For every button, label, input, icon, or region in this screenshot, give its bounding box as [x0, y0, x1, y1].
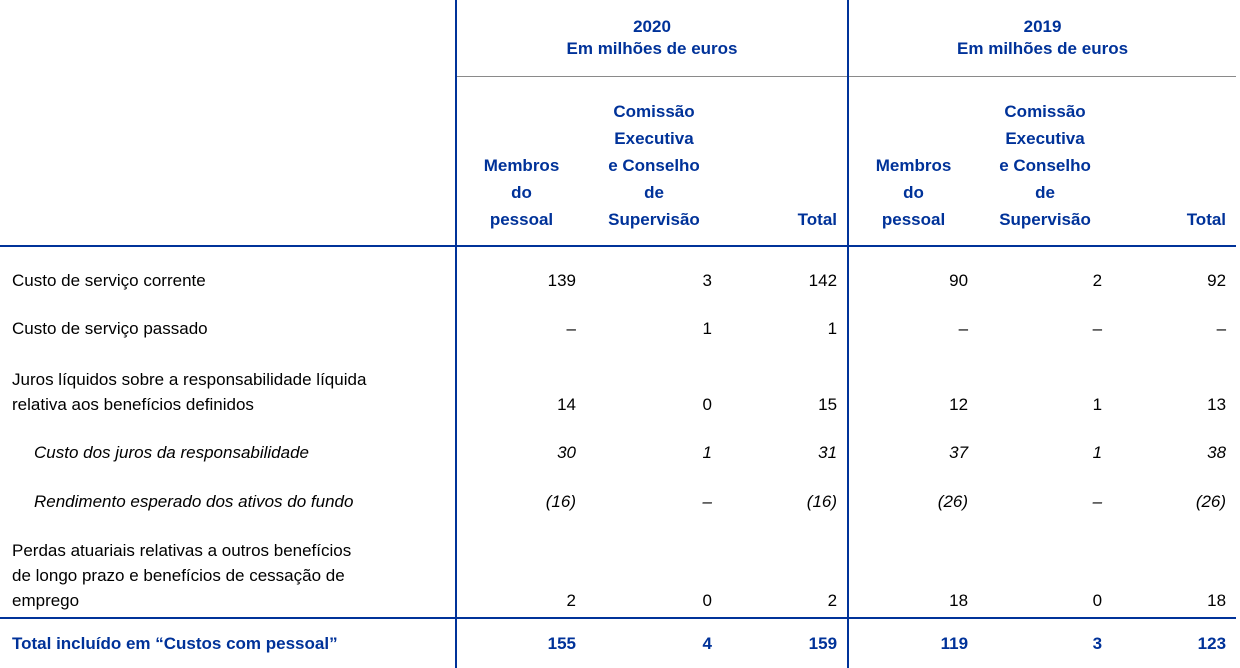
cell-value: 18 [1207, 591, 1227, 610]
col-header-line: pessoal [489, 210, 554, 229]
cell-value: 31 [818, 443, 838, 462]
col-header-staff-2020: Membros do pessoal [455, 76, 586, 245]
row-label-line: relativa aos benefícios definidos [12, 395, 254, 414]
col-header-board-2020: Comissão Executiva e Conselho de Supervi… [586, 77, 722, 246]
table-row: Custo de serviço corrente 139 3 142 90 2… [0, 246, 1236, 297]
col-header-line: pessoal [881, 210, 946, 229]
col-header-line: do [511, 183, 532, 202]
total-value: 3 [978, 617, 1113, 668]
year-2019-header: 2019 Em milhões de euros [847, 0, 1237, 77]
col-header-line: do [903, 183, 924, 202]
year-header-row: 2020 Em milhões de euros 2019 Em milhões… [0, 0, 1237, 77]
row-label: Custo de serviço passado [12, 319, 208, 338]
row-label: Perdas atuariais relativas a outros bene… [0, 518, 456, 618]
year-2020-label: 2020 [633, 17, 671, 36]
col-header-line: Comissão [613, 102, 695, 121]
cell-value: 1 [1092, 395, 1103, 414]
cell-value: (16) [455, 469, 586, 518]
cell-value: 0 [1092, 591, 1103, 610]
cell-value: 92 [1207, 271, 1227, 290]
cell-value: (26) [1195, 492, 1227, 511]
row-label: Rendimento esperado dos ativos do fundo [34, 492, 354, 511]
col-header-line: e Conselho [608, 156, 700, 175]
cell-value: 0 [702, 395, 712, 414]
column-header-row: Membros do pessoal Comissão Executiva e … [0, 76, 1236, 246]
col-header-board-2019: Comissão Executiva e Conselho de Supervi… [978, 77, 1112, 246]
row-label-line: emprego [12, 591, 80, 610]
table-row: Custo dos juros da responsabilidade 30 1… [0, 421, 1236, 469]
cell-value: 139 [455, 246, 586, 297]
row-label: Custo dos juros da responsabilidade [34, 443, 310, 462]
table-row: Perdas atuariais relativas a outros bene… [0, 518, 1236, 618]
total-value: 4 [586, 617, 722, 668]
col-header-line: Membros [875, 156, 952, 175]
col-header-line: Supervisão [999, 210, 1091, 229]
cell-value: (26) [847, 469, 979, 518]
cell-value: 13 [1207, 395, 1227, 414]
cell-value: 90 [847, 246, 979, 297]
cell-value: 18 [847, 518, 979, 618]
col-header-line: Executiva [1005, 129, 1085, 148]
col-header-line: de [1035, 183, 1055, 202]
col-header-staff-2019: Membros do pessoal [847, 76, 979, 245]
cell-value: (16) [806, 492, 838, 511]
unit-label: Em milhões de euros [957, 39, 1129, 58]
cell-value: – [455, 297, 586, 345]
table-row: Custo de serviço passado – 1 1 – – – [0, 297, 1236, 345]
cell-value: 1 [1092, 443, 1103, 462]
cell-value: 38 [1207, 443, 1227, 462]
cell-value: 12 [847, 345, 979, 421]
cell-value: 3 [702, 271, 712, 290]
cell-value: – [1216, 319, 1227, 338]
cell-value: – [702, 492, 712, 511]
row-label-line: Juros líquidos sobre a responsabilidade … [12, 370, 367, 389]
cell-value: 1 [702, 319, 712, 338]
row-label-line: Perdas atuariais relativas a outros bene… [12, 541, 352, 560]
cell-value: 142 [808, 271, 838, 290]
cell-value: 15 [818, 395, 838, 414]
cell-value: – [1092, 319, 1103, 338]
year-2020-header: 2020 Em milhões de euros [454, 0, 849, 77]
col-header-line: Comissão [1004, 102, 1086, 121]
table-row: Rendimento esperado dos ativos do fundo … [0, 469, 1236, 518]
total-value: 119 [847, 617, 979, 668]
cell-value: 1 [702, 443, 712, 462]
table-row: Juros líquidos sobre a responsabilidade … [0, 345, 1236, 421]
cell-value: 37 [847, 421, 979, 469]
year-2019-label: 2019 [1023, 17, 1062, 36]
row-label-line: de longo prazo e benefícios de cessação … [12, 566, 345, 585]
col-header-line: Membros [483, 156, 560, 175]
col-header-line: Supervisão [608, 210, 700, 229]
cell-value: 2 [455, 518, 586, 618]
cell-value: 30 [455, 421, 586, 469]
total-value: 159 [722, 617, 849, 668]
unit-label: Em milhões de euros [566, 39, 738, 58]
total-value: 123 [1112, 617, 1237, 668]
col-header-line: de [644, 183, 664, 202]
col-header-line: Executiva [614, 129, 694, 148]
col-header-total-2020: Total [797, 210, 838, 229]
total-label: Total incluído em “Custos com pessoal” [0, 617, 456, 668]
row-label: Juros líquidos sobre a responsabilidade … [0, 345, 456, 421]
col-header-total-2019: Total [1186, 210, 1227, 229]
cell-value: 2 [1092, 271, 1103, 290]
total-row: Total incluído em “Custos com pessoal” 1… [0, 617, 1237, 668]
cell-value: – [847, 297, 979, 345]
col-header-line: e Conselho [999, 156, 1091, 175]
cell-value: – [1092, 492, 1103, 511]
cell-value: 0 [702, 591, 712, 610]
cell-value: 14 [455, 345, 586, 421]
total-value: 155 [455, 617, 586, 668]
cell-value: 1 [827, 319, 838, 338]
header-spacer [0, 0, 456, 245]
row-label: Custo de serviço corrente [12, 271, 206, 290]
cell-value: 2 [827, 591, 838, 610]
